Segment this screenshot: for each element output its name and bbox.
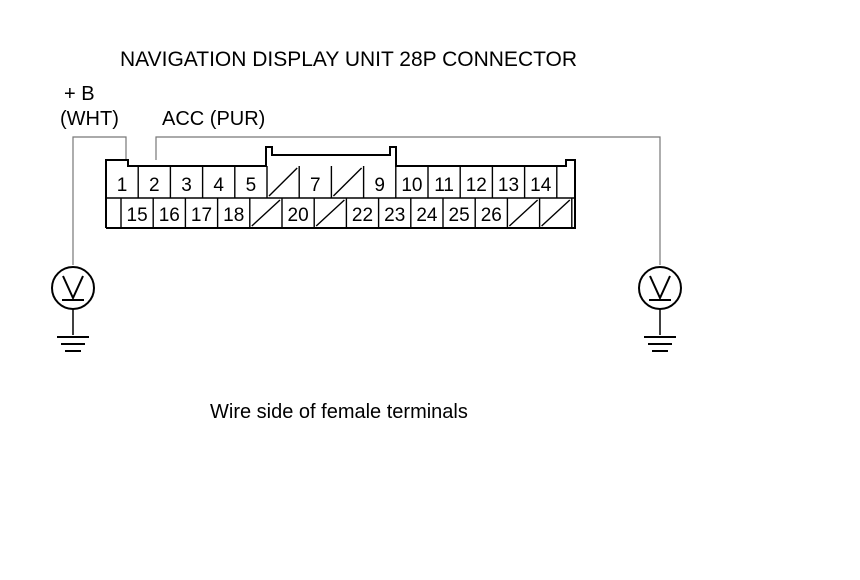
unused-cavity-mark — [251, 199, 281, 227]
unused-cavity-mark — [268, 167, 298, 197]
unused-cavity-mark — [332, 167, 363, 197]
terminal-3: 3 — [181, 175, 192, 196]
voltmeter-v-symbol — [62, 275, 84, 301]
terminal-11: 11 — [434, 175, 454, 196]
terminal-7: 7 — [310, 175, 321, 196]
terminal-5: 5 — [246, 175, 257, 196]
terminal-26: 26 — [481, 205, 502, 226]
terminal-2: 2 — [149, 175, 160, 196]
terminal-17: 17 — [191, 205, 212, 226]
wire-acc-label: ACC (PUR) — [162, 108, 265, 130]
unused-cavity-mark — [315, 199, 345, 227]
voltmeter-v-symbol — [649, 275, 671, 301]
terminal-24: 24 — [416, 205, 438, 226]
ground-icon — [644, 336, 676, 352]
terminal-4: 4 — [213, 175, 224, 196]
terminal-22: 22 — [352, 205, 373, 226]
wire-b-label: + B — [64, 83, 95, 105]
voltmeter-left — [51, 266, 95, 352]
voltmeter-circle — [638, 266, 682, 310]
connector-bottom-row: 15 16 17 18 20 22 23 24 25 26 — [120, 198, 573, 228]
terminal-14: 14 — [530, 175, 552, 196]
unused-cavity-mark — [508, 199, 539, 227]
terminal-16: 16 — [159, 205, 180, 226]
lead-wire-acc — [155, 136, 661, 265]
test-lead-wires — [72, 136, 661, 265]
voltmeter-right — [638, 266, 682, 352]
terminal-23: 23 — [384, 205, 405, 226]
voltmeter-circle — [51, 266, 95, 310]
connector-outline — [105, 146, 576, 229]
terminal-25: 25 — [449, 205, 470, 226]
terminal-15: 15 — [127, 205, 148, 226]
terminal-13: 13 — [498, 175, 519, 196]
terminal-9: 9 — [374, 175, 385, 196]
diagram-caption: Wire side of female terminals — [210, 401, 468, 423]
ground-icon — [57, 336, 89, 352]
diagram-title: NAVIGATION DISPLAY UNIT 28P CONNECTOR — [120, 48, 577, 71]
terminal-10: 10 — [401, 175, 422, 196]
terminal-18: 18 — [223, 205, 244, 226]
terminal-12: 12 — [466, 175, 487, 196]
wire-b-color: (WHT) — [60, 108, 119, 130]
terminal-20: 20 — [288, 205, 309, 226]
terminal-1: 1 — [117, 175, 128, 196]
unused-cavity-mark — [541, 199, 571, 227]
lead-wire-b — [72, 136, 127, 265]
